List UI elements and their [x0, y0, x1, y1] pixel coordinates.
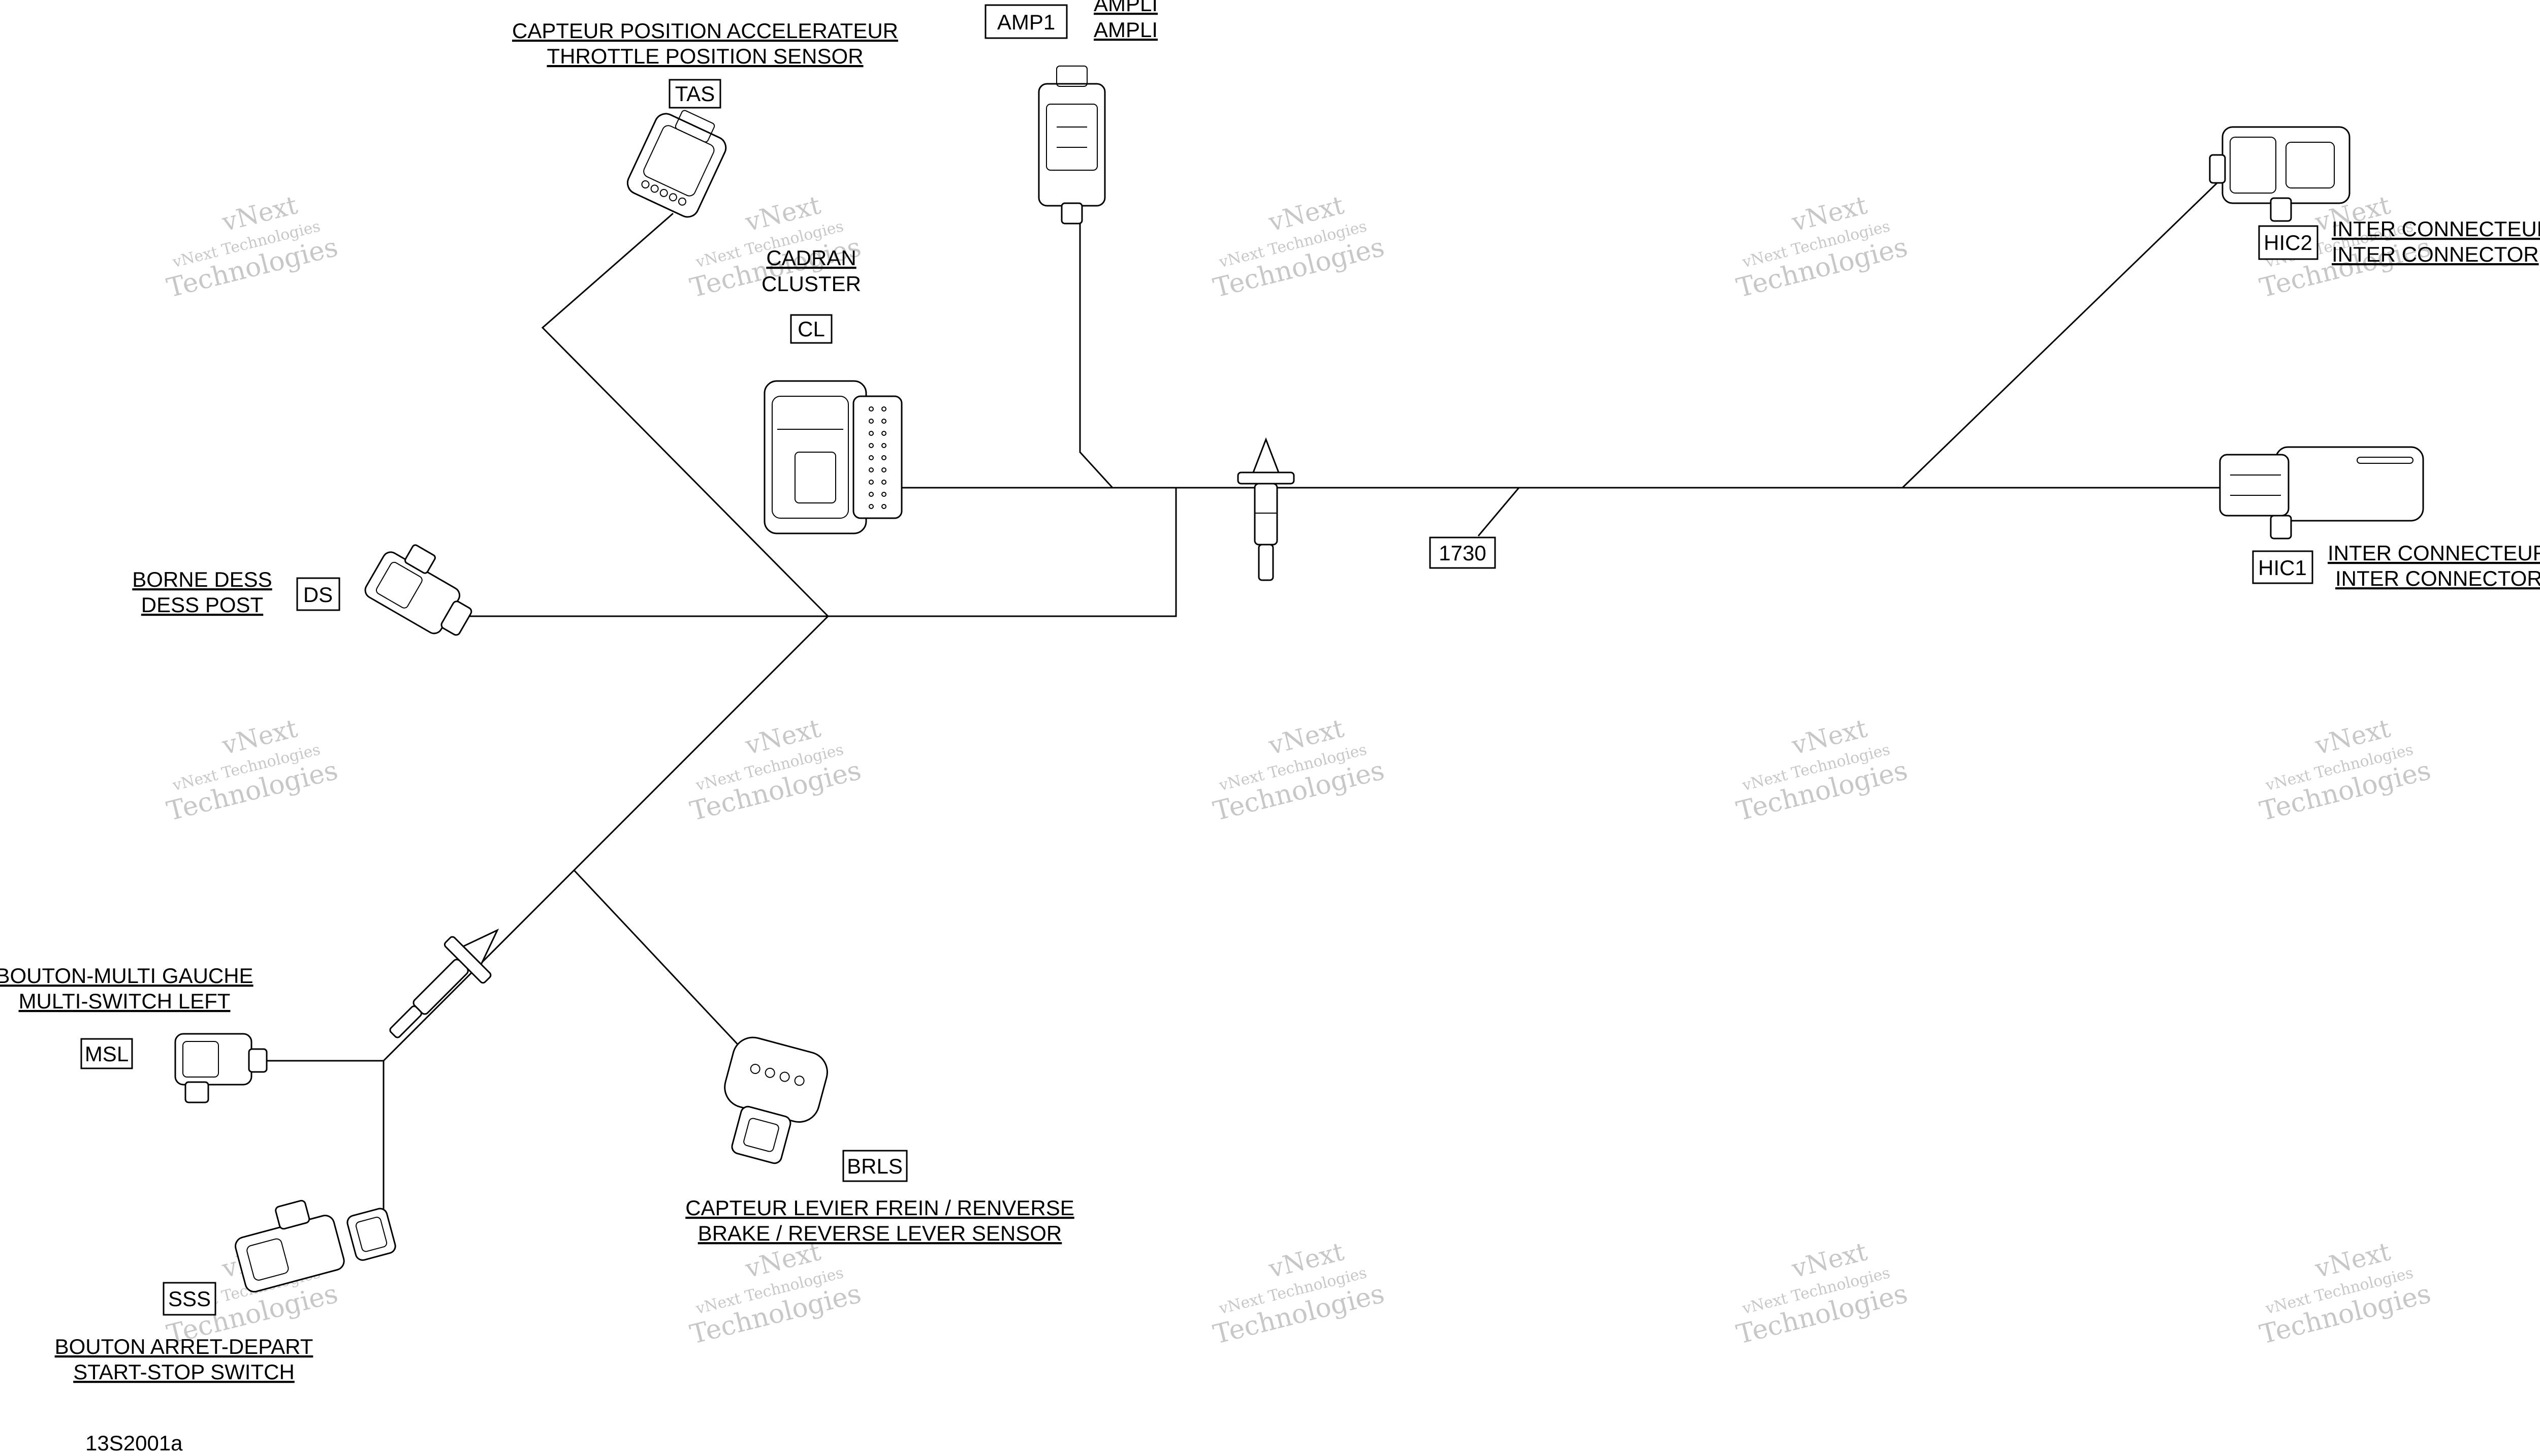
svg-text:START-STOP SWITCH: START-STOP SWITCH	[73, 1360, 295, 1384]
msl-connector	[174, 1033, 268, 1103]
drawing-code: 13S2001a	[85, 1431, 183, 1455]
connector-pin	[869, 443, 874, 448]
label-hic2: INTER CONNECTEUR INTER CONNECTOR	[2332, 217, 2540, 266]
connector-pin	[869, 467, 874, 472]
svg-text:DS: DS	[303, 583, 333, 607]
connector-pin	[869, 419, 874, 424]
svg-text:THROTTLE POSITION SENSOR: THROTTLE POSITION SENSOR	[547, 44, 863, 68]
svg-text:CAPTEUR POSITION ACCELERATEUR: CAPTEUR POSITION ACCELERATEUR	[512, 19, 898, 43]
label-hic1: INTER CONNECTEUR INTER CONNECTOR	[2328, 541, 2540, 590]
label-ds: BORNE DESS DESS POST	[132, 567, 272, 617]
connector-pin	[881, 480, 886, 485]
svg-text:AMPLI: AMPLI	[1094, 0, 1158, 16]
svg-text:BORNE DESS: BORNE DESS	[132, 567, 272, 591]
tag-msl: MSL	[80, 1038, 133, 1069]
tas-branch-wire	[541, 212, 829, 617]
tag-hic1: HIC1	[2252, 550, 2313, 584]
connector-pin	[881, 406, 886, 412]
svg-text:HIC2: HIC2	[2264, 231, 2312, 255]
svg-text:CL: CL	[798, 317, 825, 341]
svg-text:BOUTON-MULTI GAUCHE: BOUTON-MULTI GAUCHE	[0, 964, 253, 988]
connector-pin	[869, 492, 874, 497]
label-cl: CADRAN CLUSTER	[761, 246, 861, 296]
svg-text:CLUSTER: CLUSTER	[761, 272, 861, 296]
connector-pin	[881, 492, 886, 497]
connector-pin	[869, 480, 874, 485]
label-amp1: AMPLI AMPLI	[1094, 0, 1158, 42]
ds-connector	[364, 544, 472, 636]
label-msl: BOUTON-MULTI GAUCHE MULTI-SWITCH LEFT	[0, 964, 253, 1013]
harness-wires	[259, 174, 2226, 1255]
tag-1730: 1730	[1429, 536, 1496, 569]
svg-text:AMPLI: AMPLI	[1094, 18, 1158, 42]
cl-connector	[764, 380, 903, 534]
svg-text:MULTI-SWITCH LEFT: MULTI-SWITCH LEFT	[19, 989, 231, 1013]
tag-ds: DS	[296, 577, 340, 611]
connector-pin	[881, 419, 886, 424]
connector-pin	[881, 431, 886, 436]
trunk-label-leader	[1477, 487, 1520, 536]
tag-tas: TAS	[669, 79, 721, 109]
hic1-connector	[2219, 446, 2424, 540]
hic2-connector	[2209, 126, 2351, 222]
lower-trunk-wire	[383, 615, 829, 1062]
tag-hic2: HIC2	[2258, 225, 2319, 260]
svg-text:CADRAN: CADRAN	[766, 246, 856, 270]
sss-switch	[235, 1199, 396, 1293]
svg-text:INTER CONNECTEUR: INTER CONNECTEUR	[2332, 217, 2540, 241]
connector-pin	[869, 406, 874, 412]
connector-pin	[869, 431, 874, 436]
svg-text:BOUTON ARRET-DEPART: BOUTON ARRET-DEPART	[55, 1335, 313, 1358]
label-sss: BOUTON ARRET-DEPART START-STOP SWITCH	[55, 1335, 313, 1384]
svg-text:MSL: MSL	[85, 1042, 129, 1066]
tas-connector	[626, 110, 727, 218]
connector-pin	[881, 443, 886, 448]
svg-text:AMP1: AMP1	[997, 10, 1055, 34]
svg-text:SSS: SSS	[168, 1287, 211, 1311]
brls-branch-wire	[573, 869, 750, 1058]
svg-text:INTER CONNECTEUR: INTER CONNECTEUR	[2328, 541, 2540, 565]
amp1-connector	[1038, 66, 1106, 225]
connector-pin	[881, 467, 886, 472]
svg-text:BRAKE / REVERSE LEVER SENSOR: BRAKE / REVERSE LEVER SENSOR	[698, 1221, 1062, 1245]
hic2-branch-wire	[1901, 174, 2226, 489]
connector-pin	[869, 455, 874, 460]
svg-text:BRLS: BRLS	[847, 1154, 903, 1178]
svg-text:INTER CONNECTOR: INTER CONNECTOR	[2332, 242, 2539, 266]
tag-brls: BRLS	[842, 1150, 908, 1182]
svg-text:INTER CONNECTOR: INTER CONNECTOR	[2335, 566, 2540, 590]
brls-connector	[724, 1036, 828, 1164]
tag-amp1: AMP1	[985, 4, 1068, 39]
trunk-clip	[1237, 437, 1295, 581]
tag-sss: SSS	[163, 1282, 216, 1316]
svg-text:CAPTEUR LEVIER FREIN / RENVERS: CAPTEUR LEVIER FREIN / RENVERSE	[685, 1196, 1074, 1220]
cluster-drop-wire	[828, 488, 1177, 617]
lower-trunk-clip	[389, 928, 499, 1038]
connector-pin	[881, 504, 886, 509]
svg-text:TAS: TAS	[675, 82, 715, 106]
label-tas: CAPTEUR POSITION ACCELERATEUR THROTTLE P…	[512, 19, 898, 68]
connector-pin	[869, 504, 874, 509]
svg-text:DESS POST: DESS POST	[141, 593, 263, 617]
tag-cl: CL	[790, 314, 833, 344]
amp1-branch-wire	[1079, 208, 1114, 489]
svg-text:HIC1: HIC1	[2258, 556, 2307, 580]
label-brls: CAPTEUR LEVIER FREIN / RENVERSE BRAKE / …	[685, 1196, 1074, 1245]
connector-pin	[881, 455, 886, 460]
svg-text:1730: 1730	[1439, 541, 1486, 565]
